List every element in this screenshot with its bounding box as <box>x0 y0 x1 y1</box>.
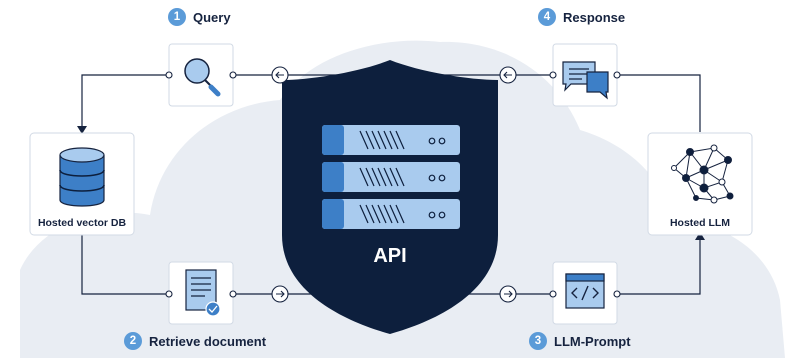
arrow-left-icon <box>271 66 289 84</box>
code-icon <box>565 273 605 309</box>
step-text: Response <box>563 9 626 25</box>
step-number: 4 <box>538 8 556 26</box>
step-label-query: 1 Query <box>168 8 231 26</box>
network-icon <box>671 144 734 204</box>
arrow-right-icon <box>499 285 517 303</box>
document-icon <box>185 269 221 317</box>
step-text: Query <box>193 9 231 25</box>
step-text: LLM-Prompt <box>554 333 631 349</box>
llm-caption: Hosted LLM <box>669 217 731 229</box>
magnifier-icon <box>184 58 221 97</box>
server-icon <box>322 125 460 229</box>
step-label-retrieve: 2 Retrieve document <box>124 332 266 350</box>
step-text: Retrieve document <box>149 333 267 349</box>
api-shield <box>282 60 498 334</box>
chat-icon <box>562 61 609 100</box>
arrowhead-up <box>695 232 705 240</box>
step-number: 3 <box>529 332 547 350</box>
vector-db-caption: Hosted vector DB <box>37 217 127 229</box>
step-number: 1 <box>168 8 186 26</box>
step-label-response: 4 Response <box>538 8 625 26</box>
step-label-prompt: 3 LLM-Prompt <box>529 332 631 350</box>
step-number: 2 <box>124 332 142 350</box>
database-icon <box>59 147 105 207</box>
arrowhead-down <box>77 126 87 134</box>
connector-dots <box>165 71 621 298</box>
arrow-right-icon <box>271 285 289 303</box>
arrow-left-icon <box>499 66 517 84</box>
api-label: API <box>373 245 407 267</box>
